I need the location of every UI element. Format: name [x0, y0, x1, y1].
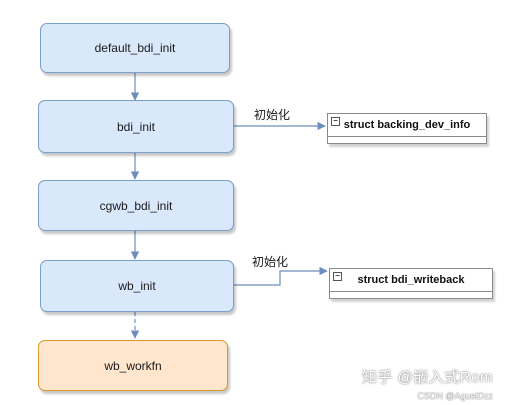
struct-bdi-writeback[interactable]: − struct bdi_writeback: [329, 268, 493, 299]
collapse-icon[interactable]: −: [333, 272, 342, 281]
struct-backing-dev-info[interactable]: − struct backing_dev_info: [327, 113, 487, 144]
node-bdi-init[interactable]: bdi_init: [38, 100, 234, 153]
arrow-wb-init-to-bdi-writeback: [234, 266, 328, 286]
watermark-csdn: CSDN @AgustDzz: [417, 391, 493, 401]
node-wb-init-label: wb_init: [118, 279, 156, 293]
node-default-bdi-init-label: default_bdi_init: [94, 41, 176, 55]
node-wb-workfn-label: wb_workfn: [104, 358, 162, 373]
struct-backing-dev-info-label: struct backing_dev_info: [343, 119, 471, 131]
edge-label-bdi-init-init: 初始化: [254, 108, 291, 122]
edge-label-wb-init-init: 初始化: [252, 255, 289, 269]
node-wb-init[interactable]: wb_init: [40, 260, 234, 312]
node-cgwb-bdi-init-label: cgwb_bdi_init: [99, 198, 173, 213]
node-default-bdi-init[interactable]: default_bdi_init: [40, 23, 230, 73]
node-bdi-init-label: bdi_init: [116, 119, 156, 134]
collapse-icon[interactable]: −: [331, 117, 340, 126]
node-wb-workfn[interactable]: wb_workfn: [38, 340, 228, 391]
watermark-zhihu: 知乎 @嵌入式Rom: [361, 369, 493, 386]
struct-bdi-writeback-label: struct bdi_writeback: [357, 274, 465, 286]
node-cgwb-bdi-init[interactable]: cgwb_bdi_init: [38, 180, 234, 231]
